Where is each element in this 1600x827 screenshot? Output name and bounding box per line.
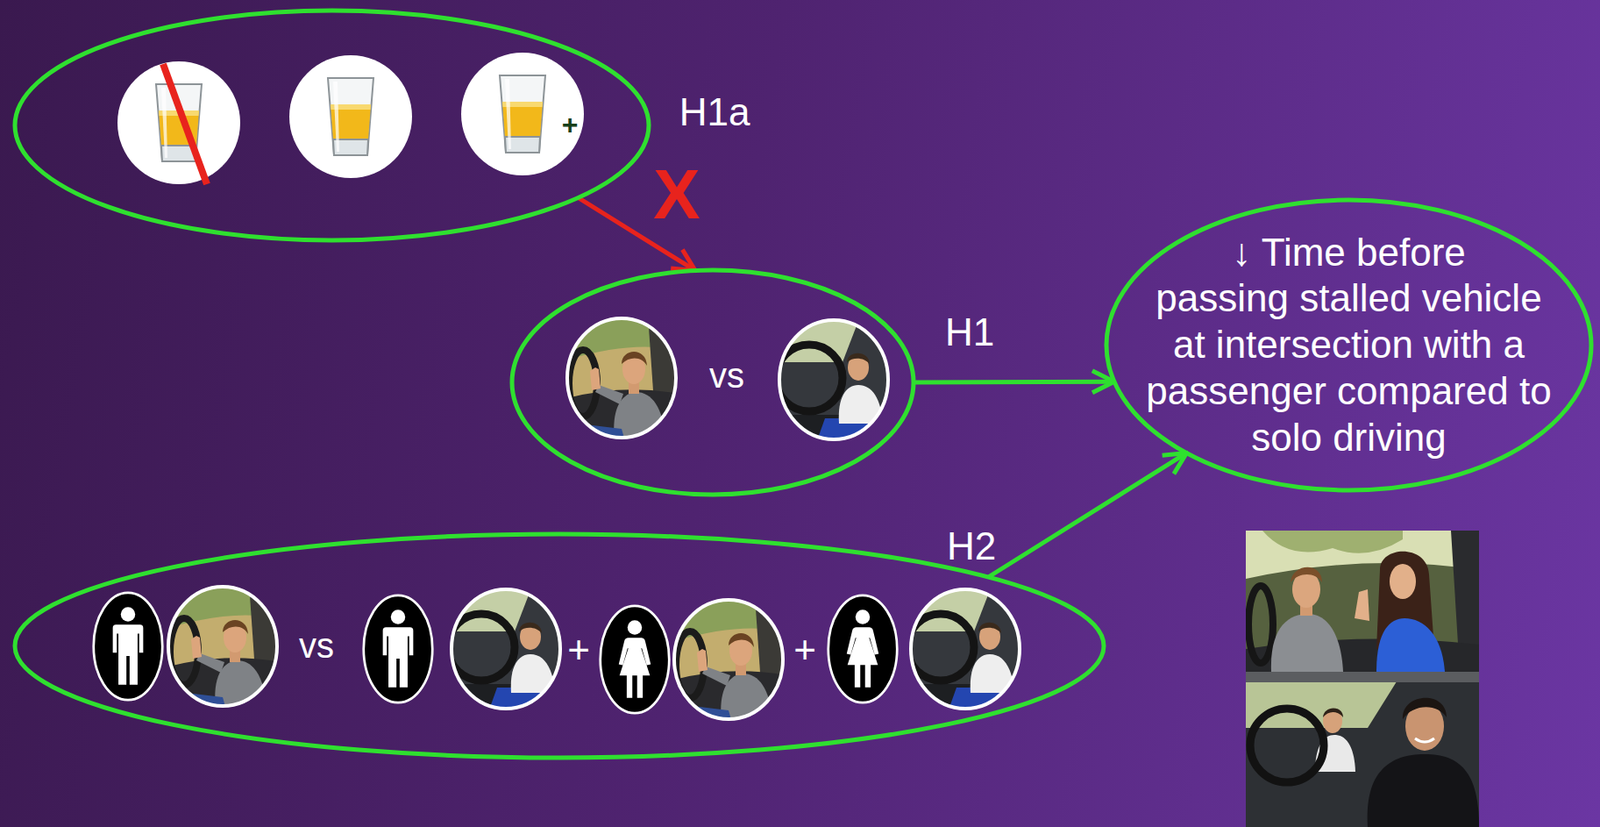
outcome-ellipse: ↓ Time before passing stalled vehicle at… [1103, 197, 1594, 493]
moderator-ellipse: H1a [12, 7, 652, 243]
driver-photo [448, 585, 564, 712]
passenger-photo [1245, 530, 1480, 672]
versus-text: vs [298, 625, 335, 666]
predictor-ellipse: vs [509, 267, 917, 498]
driver-photo [775, 316, 892, 443]
text-anchor: + [793, 627, 817, 673]
male-icon [93, 592, 164, 700]
text-anchor: H1 [945, 312, 995, 352]
text-anchor: H2 [946, 526, 996, 566]
shot-glass-icon [461, 52, 584, 176]
female-icon [600, 605, 670, 713]
shot-glass-icon [289, 55, 413, 178]
versus-text: vs [709, 355, 745, 396]
plus-sign: + [567, 627, 591, 673]
text-anchor: + [567, 627, 591, 673]
text-anchor: X [653, 159, 700, 230]
ellipse-border [14, 10, 649, 241]
hypothesis-label: H1 [945, 312, 995, 352]
driver-photo [670, 596, 787, 723]
hypothesis-label: H2 [946, 526, 996, 566]
driver-photo [907, 585, 1024, 712]
outcome-text: ↓ Time before passing stalled vehicle at… [1103, 229, 1594, 462]
shot-glass-icon [117, 61, 241, 185]
driver-photo [563, 314, 680, 441]
text-anchor: H1a [679, 90, 751, 136]
ellipse-outline [12, 7, 652, 243]
ellipse-outline [12, 531, 1107, 761]
hypothesis-label: H1a [679, 90, 751, 136]
no-effect-mark: X [653, 159, 700, 230]
driver-photo [164, 583, 281, 710]
male-icon [363, 595, 434, 703]
text-anchor: + [561, 110, 579, 139]
passenger-photo [1245, 671, 1480, 827]
text-anchor: vs [298, 625, 335, 666]
text-anchor: vs [709, 355, 745, 396]
effect-arrow [988, 452, 1187, 577]
ellipse-border [512, 270, 914, 495]
plus-sign: + [793, 627, 817, 673]
plus-sign: + [561, 110, 579, 139]
interaction-ellipse: vs + + [12, 531, 1107, 761]
effect-arrow [913, 379, 1115, 385]
ellipse-border [14, 533, 1104, 758]
female-icon [828, 595, 898, 703]
